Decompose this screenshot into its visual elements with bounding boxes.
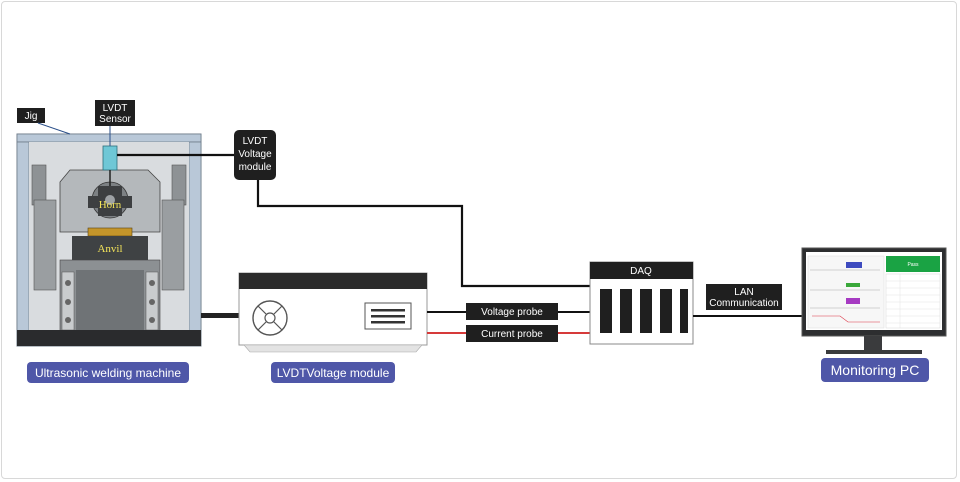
voltage-module-caption-box [271,362,395,383]
voltage-probe-label: Voltage probe [481,307,543,318]
welding-machine-caption: Ultrasonic welding machine [35,366,181,380]
lan-label-line1: LAN [734,287,753,298]
daq-unit [589,261,694,345]
lvdt-module-line3: module [239,162,272,173]
monitoring-pc-caption-box [821,358,929,382]
lvdt-module-line2: Voltage [238,149,272,160]
current-probe-label-box [466,325,558,342]
lvdt-sensor-label-line1: LVDT [103,103,128,114]
monitoring-pc-caption: Monitoring PC [831,362,920,378]
ultrasonic-welding-machine: Horn Anvil [16,133,202,347]
lan-label-box [706,284,782,310]
lvdt-module-line1: LVDT [243,136,268,147]
horn-label: Horn [99,199,122,211]
lan-label-line2: Communication [709,298,778,309]
lvdt-voltage-module-box [234,130,276,180]
voltage-module-caption: LVDTVoltage module [277,366,390,380]
lvdt-sensor-icon [102,145,118,171]
voltage-probe-label-box [466,303,558,320]
anvil-label: Anvil [97,243,122,255]
jig-label: Jig [25,111,38,122]
lvdt-sensor-label-box [95,100,135,126]
welding-machine-caption-box [27,362,189,383]
current-probe-label: Current probe [481,329,543,340]
pass-label: Pass [907,262,919,268]
jig-label-box [17,108,45,123]
lvdt-sensor-label-line2: Sensor [99,114,131,125]
daq-label: DAQ [630,266,652,277]
lvdt-voltage-module-unit [238,272,428,353]
monitoring-pc: Pass [801,247,947,354]
